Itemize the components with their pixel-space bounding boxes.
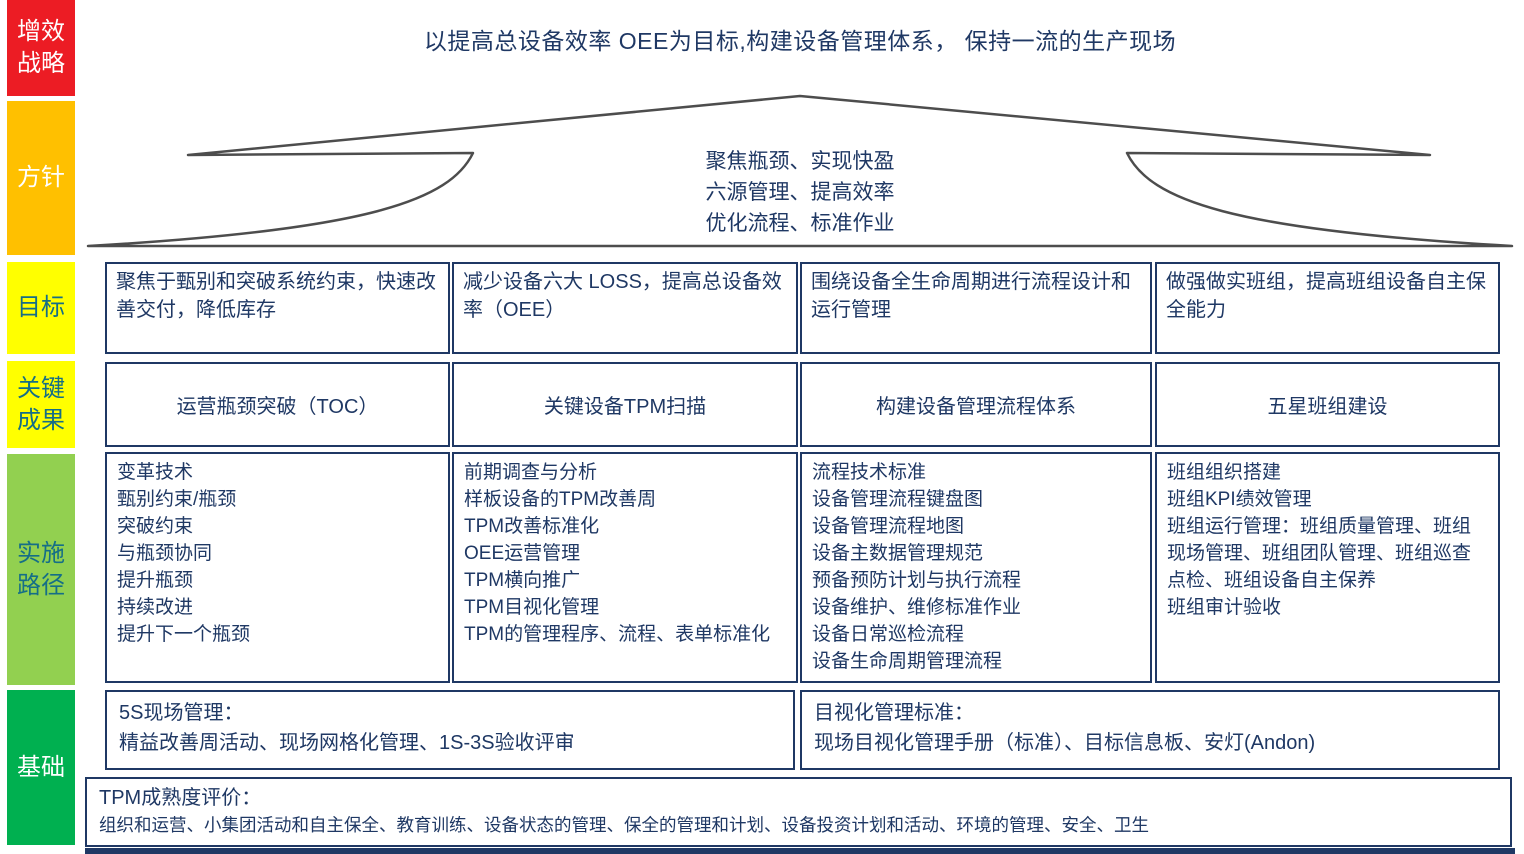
foundation-box-5s: 5S现场管理： 精益改善周活动、现场网格化管理、1S-3S验收评审	[105, 690, 795, 770]
sidebar-label-key-result: 关键成果	[7, 361, 75, 448]
foundation-box-tpm-maturity: TPM成熟度评价： 组织和运营、小集团活动和自主保全、教育训练、设备状态的管理、…	[85, 777, 1512, 847]
path-item: 设备主数据管理规范	[812, 543, 984, 564]
path-item: TPM的管理程序、流程、表单标准化	[464, 624, 771, 645]
path-item: 变革技术	[117, 462, 194, 483]
goal-box-3: 围绕设备全生命周期进行流程设计和运行管理	[800, 262, 1152, 354]
path-item: 设备维护、维修标准作业	[812, 597, 1022, 618]
path-item: 提升下一个瓶颈	[117, 624, 251, 645]
path-item: TPM改善标准化	[464, 516, 600, 537]
bottom-accent-bar	[85, 848, 1515, 854]
sidebar-label-strategy: 增效战略	[7, 0, 75, 96]
sidebar-label-path: 实施路径	[7, 454, 75, 685]
goal-box-4: 做强做实班组，提高班组设备自主保全能力	[1155, 262, 1500, 354]
path-item: 设备管理流程地图	[812, 516, 965, 537]
path-box-3: 流程技术标准 设备管理流程键盘图 设备管理流程地图 设备主数据管理规范 预备预防…	[800, 452, 1152, 683]
path-item: 班组KPI绩效管理	[1167, 489, 1312, 510]
key-result-box-2: 关键设备TPM扫描	[452, 362, 798, 447]
sidebar-label-policy: 方针	[7, 101, 75, 255]
foundation-box-visual: 目视化管理标准： 现场目视化管理手册（标准）、目标信息板、安灯(Andon)	[800, 690, 1500, 770]
page-title: 以提高总设备效率 OEE为目标,构建设备管理体系， 保持一流的生产现场	[423, 28, 1177, 54]
key-result-box-3: 构建设备管理流程体系	[800, 362, 1152, 447]
path-box-1: 变革技术 甄别约束/瓶颈 突破约束 与瓶颈协同 提升瓶颈 持续改进 提升下一个瓶…	[105, 452, 450, 683]
path-item: TPM横向推广	[464, 570, 581, 591]
foundation-title: 5S现场管理：	[119, 702, 244, 724]
path-item: 班组运行管理：班组质量管理、班组现场管理、班组团队管理、班组巡查点检、班组设备自…	[1167, 516, 1472, 591]
roof-slogan-line: 聚焦瓶颈、实现快盈	[705, 150, 895, 173]
path-item: 持续改进	[117, 597, 194, 618]
path-item: 设备管理流程键盘图	[812, 489, 984, 510]
tpm-maturity-content: 组织和运营、小集团活动和自主保全、教育训练、设备状态的管理、保全的管理和计划、设…	[99, 815, 1149, 835]
path-box-2: 前期调查与分析 样板设备的TPM改善周 TPM改善标准化 OEE运营管理 TPM…	[452, 452, 798, 683]
roof-slogan: 聚焦瓶颈、实现快盈 六源管理、提高效率 优化流程、标准作业	[560, 146, 1040, 239]
path-item: 班组审计验收	[1167, 597, 1282, 618]
path-item: 流程技术标准	[812, 462, 927, 483]
path-item: 与瓶颈协同	[117, 543, 213, 564]
path-item: 班组组织搭建	[1167, 462, 1282, 483]
sidebar-label-goal: 目标	[7, 262, 75, 354]
goal-box-2: 减少设备六大 LOSS，提高总设备效率（OEE）	[452, 262, 798, 354]
foundation-content: 现场目视化管理手册（标准）、目标信息板、安灯(Andon)	[814, 732, 1316, 754]
path-item: 预备预防计划与执行流程	[812, 570, 1022, 591]
path-item: 甄别约束/瓶颈	[117, 489, 237, 510]
path-item: 样板设备的TPM改善周	[464, 489, 657, 510]
tpm-maturity-title: TPM成熟度评价：	[99, 787, 262, 809]
foundation-content: 精益改善周活动、现场网格化管理、1S-3S验收评审	[119, 732, 575, 754]
path-box-4: 班组组织搭建 班组KPI绩效管理 班组运行管理：班组质量管理、班组现场管理、班组…	[1155, 452, 1500, 683]
key-result-box-1: 运营瓶颈突破（TOC）	[105, 362, 450, 447]
roof-slogan-line: 优化流程、标准作业	[705, 212, 895, 235]
foundation-title: 目视化管理标准：	[814, 702, 974, 724]
path-item: 前期调查与分析	[464, 462, 598, 483]
path-item: 提升瓶颈	[117, 570, 194, 591]
path-item: TPM目视化管理	[464, 597, 600, 618]
key-result-box-4: 五星班组建设	[1155, 362, 1500, 447]
sidebar-label-foundation: 基础	[7, 690, 75, 845]
path-item: OEE运营管理	[464, 543, 581, 564]
roof-shape	[86, 94, 1514, 248]
path-item: 设备生命周期管理流程	[812, 651, 1003, 672]
path-item: 设备日常巡检流程	[812, 624, 965, 645]
goal-box-1: 聚焦于甄别和突破系统约束，快速改善交付，降低库存	[105, 262, 450, 354]
path-item: 突破约束	[117, 516, 194, 537]
roof-slogan-line: 六源管理、提高效率	[705, 181, 895, 204]
